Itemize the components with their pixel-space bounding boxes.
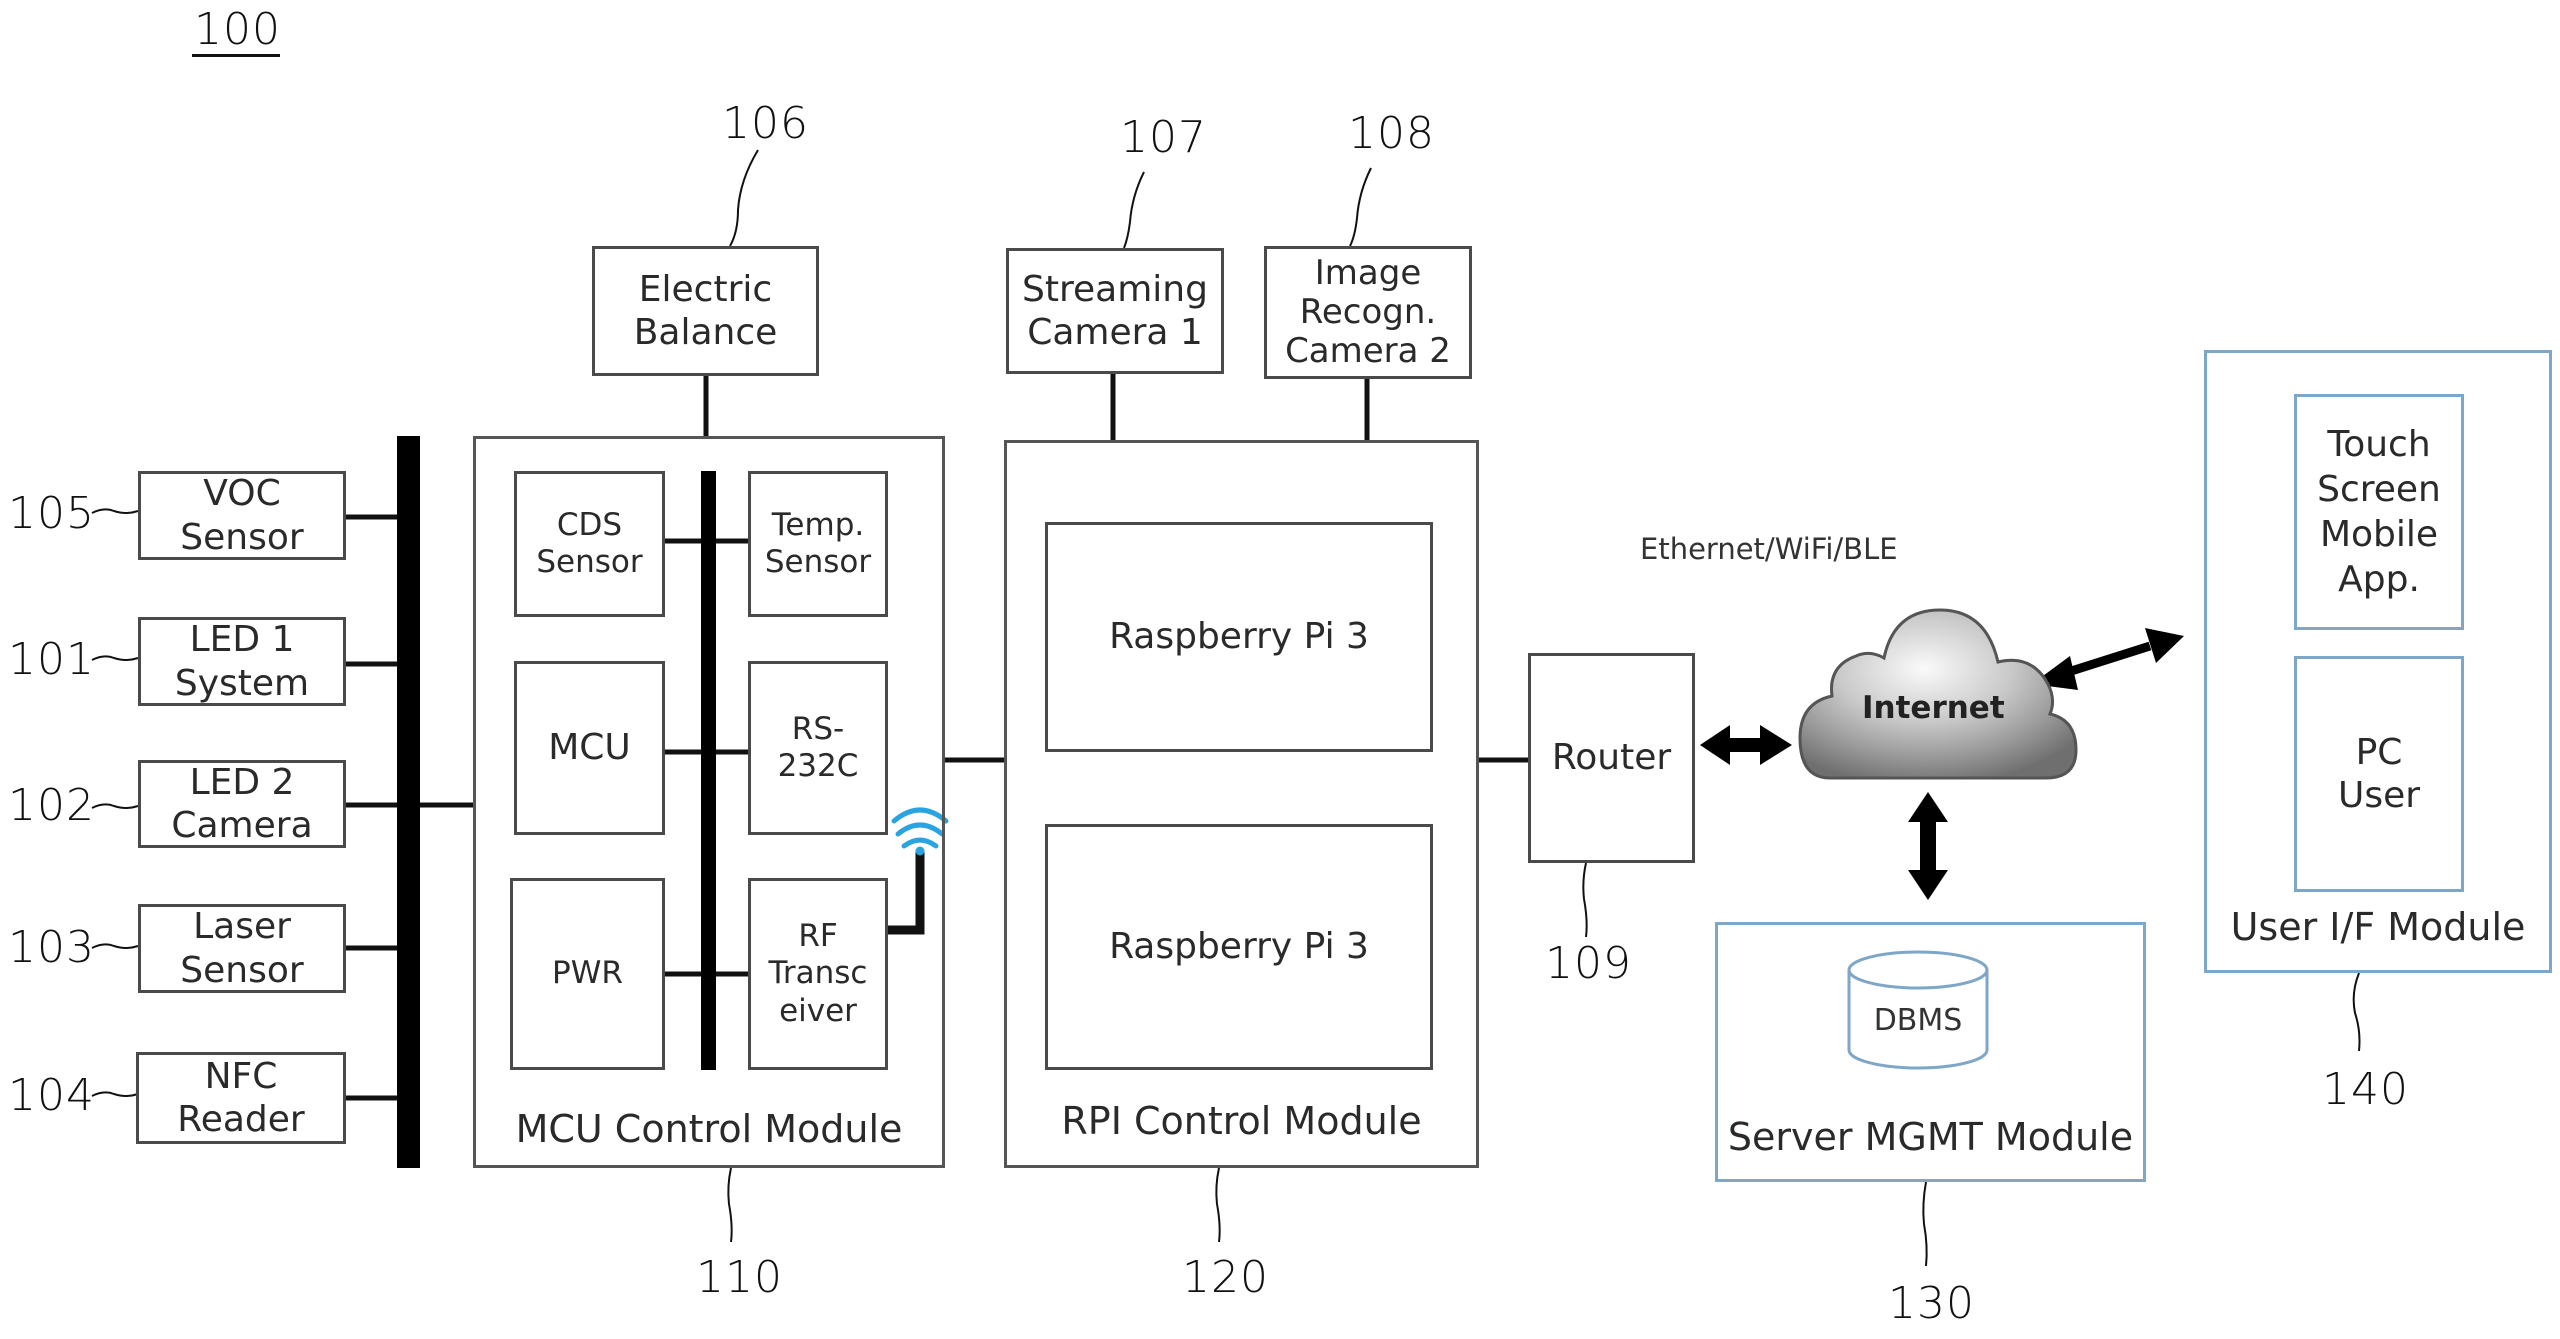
router-box: Router [1528, 653, 1695, 863]
rs232c-box: RS- 232C [748, 661, 888, 835]
ref-101: 101 [8, 634, 95, 685]
led1-system-box: LED 1 System [138, 617, 346, 706]
leader-104 [91, 1091, 139, 1097]
server-mgmt-module: Server MGMT Module [1715, 922, 2146, 1182]
leader-140 [2352, 972, 2361, 1052]
laser-sensor-box: Laser Sensor [138, 904, 346, 993]
temp-sensor-box: Temp. Sensor [748, 471, 888, 617]
cds-sensor-box: CDS Sensor [514, 471, 665, 617]
wifi-icon [891, 807, 949, 856]
ref-107: 107 [1120, 112, 1207, 163]
nfc-reader-box: NFC Reader [136, 1052, 346, 1144]
raspberry-pi-box-2: Raspberry Pi 3 [1045, 824, 1433, 1070]
user-if-module-label: User I/F Module [2230, 905, 2526, 949]
mcu-box: MCU [514, 661, 665, 835]
ref-102: 102 [8, 780, 95, 831]
protocols-label: Ethernet/WiFi/BLE [1640, 532, 1898, 566]
ref-104: 104 [8, 1070, 95, 1121]
rpi-module-label: RPI Control Module [1061, 1099, 1422, 1143]
led2-camera-box: LED 2 Camera [138, 760, 346, 848]
ref-103: 103 [8, 922, 95, 973]
rpi-control-module: RPI Control Module [1004, 440, 1479, 1168]
pwr-box: PWR [510, 878, 665, 1070]
arrow-router-internet [1700, 725, 1792, 765]
dbms-label: DBMS [1873, 1003, 1963, 1038]
ref-140: 140 [2322, 1064, 2409, 1115]
leader-105 [91, 508, 139, 514]
mcu-internal-bus [701, 471, 716, 1070]
server-module-label: Server MGMT Module [1727, 1115, 2134, 1159]
arrow-internet-server [1908, 792, 1948, 900]
rf-antenna-wire [888, 852, 925, 935]
leader-103 [91, 943, 139, 949]
voc-sensor-box: VOC Sensor [138, 471, 346, 560]
ref-109: 109 [1545, 938, 1632, 989]
ref-108: 108 [1348, 108, 1435, 159]
user-if-module: User I/F Module [2204, 350, 2552, 973]
leader-109 [1582, 862, 1588, 938]
ref-105: 105 [8, 488, 95, 539]
pc-user-box: PC User [2294, 656, 2464, 892]
raspberry-pi-box-1: Raspberry Pi 3 [1045, 522, 1433, 752]
internet-label: Internet [1862, 690, 2005, 726]
figure-ref-underline [192, 54, 280, 57]
arrow-internet-user [2032, 628, 2184, 690]
leader-120 [1215, 1167, 1221, 1243]
image-recognition-camera-box: Image Recogn. Camera 2 [1264, 246, 1472, 379]
database-icon [1847, 950, 1989, 1070]
peripheral-bus [397, 436, 420, 1168]
ref-130: 130 [1888, 1278, 1975, 1329]
mcu-control-module: MCU Control Module [473, 436, 945, 1168]
leader-108 [1349, 167, 1372, 247]
leader-107 [1123, 171, 1145, 249]
electric-balance-box: Electric Balance [592, 246, 819, 376]
leader-102 [91, 803, 139, 809]
streaming-camera-box: Streaming Camera 1 [1006, 248, 1224, 374]
leader-130 [1922, 1181, 1928, 1267]
internet-cloud-icon [1798, 608, 2078, 780]
leader-106 [729, 149, 759, 247]
leader-101 [91, 655, 139, 661]
ref-110: 110 [696, 1252, 783, 1303]
figure-ref-number: 100 [194, 4, 281, 55]
leader-110 [727, 1167, 733, 1243]
ref-106: 106 [722, 98, 809, 149]
ref-120: 120 [1182, 1252, 1269, 1303]
mcu-module-label: MCU Control Module [515, 1107, 903, 1151]
touch-screen-mobile-app-box: Touch Screen Mobile App. [2294, 394, 2464, 630]
rf-transceiver-box: RF Transc eiver [748, 878, 888, 1070]
